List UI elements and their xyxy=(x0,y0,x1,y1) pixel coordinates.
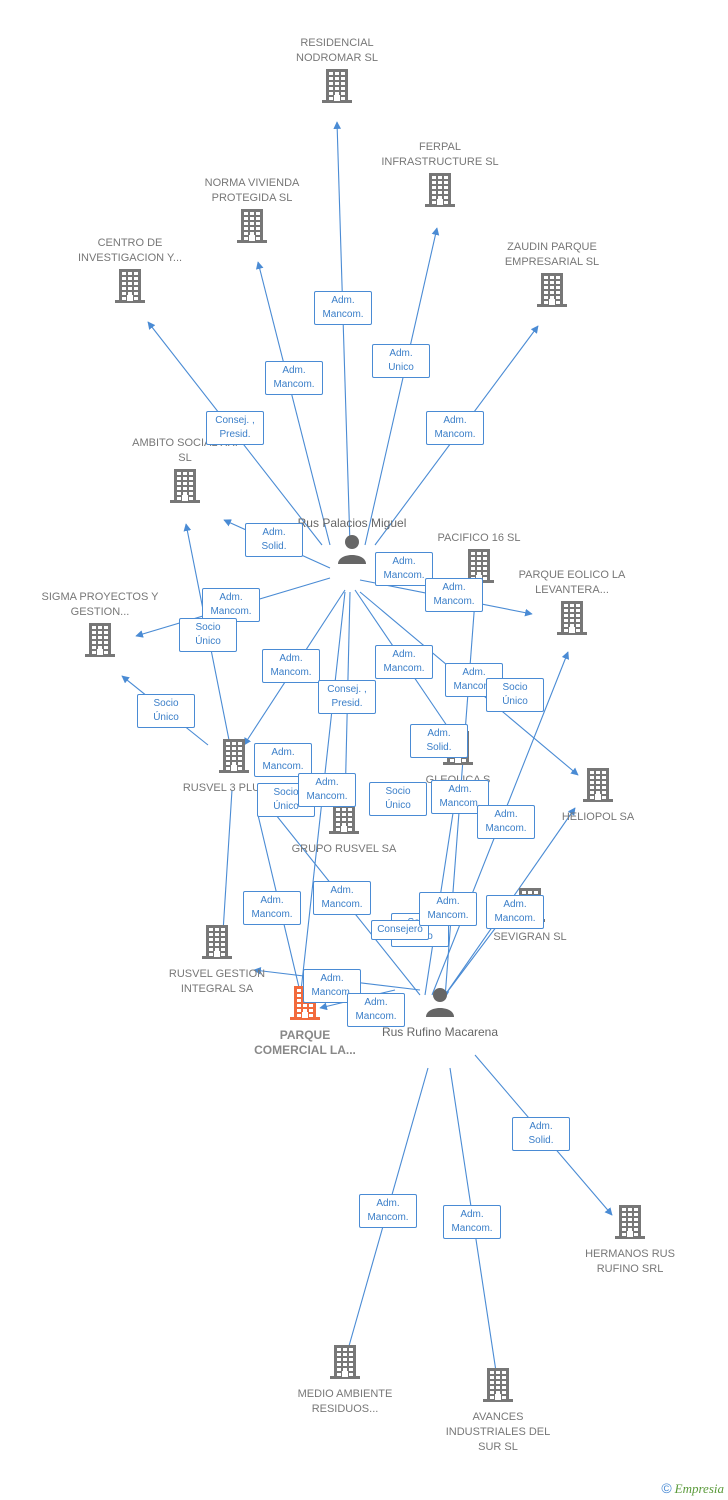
node-label: PARQUE EOLICO LA LEVANTERA... xyxy=(518,569,626,596)
node-rus_rufino[interactable]: Rus Rufino Macarena xyxy=(380,986,500,1040)
building-icon xyxy=(40,622,160,663)
relation-badge[interactable]: Adm. Mancom. xyxy=(347,993,405,1027)
edge-line-16 xyxy=(219,789,233,933)
node-hermanos[interactable]: HERMANOS RUS RUFINO SRL xyxy=(570,1204,690,1277)
building-icon xyxy=(492,272,612,313)
node-rus_palacios[interactable]: Rus Palacios Miguel xyxy=(292,516,412,570)
building-icon xyxy=(380,172,500,213)
copyright-symbol: © xyxy=(661,1480,672,1496)
node-rusvel_gestion[interactable]: RUSVEL GESTION INTEGRAL SA xyxy=(157,924,277,997)
node-sigma[interactable]: SIGMA PROYECTOS Y GESTION... xyxy=(40,590,160,663)
node-label: FERPAL INFRASTRUCTURE SL xyxy=(381,141,499,168)
node-norma[interactable]: NORMA VIVIENDA PROTEGIDA SL xyxy=(192,176,312,249)
node-label: NORMA VIVIENDA PROTEGIDA SL xyxy=(204,177,300,204)
relation-badge[interactable]: Adm. Mancom. xyxy=(313,881,371,915)
node-label: PACIFICO 16 SL xyxy=(437,532,521,544)
node-label: PARQUE COMERCIAL LA... xyxy=(254,1028,356,1057)
node-label: GRUPO RUSVEL SA xyxy=(291,843,397,855)
building-icon xyxy=(192,208,312,249)
node-medio[interactable]: MEDIO AMBIENTE RESIDUOS... xyxy=(285,1344,405,1417)
relation-badge[interactable]: Adm. Mancom. xyxy=(443,1205,501,1239)
relation-badge[interactable]: Adm. Mancom. xyxy=(486,895,544,929)
node-label: Rus Rufino Macarena xyxy=(381,1025,499,1039)
edge-line-0 xyxy=(333,121,351,546)
building-icon xyxy=(284,799,404,840)
node-label: SEVIGRAN SL xyxy=(493,931,567,943)
building-icon xyxy=(512,600,632,641)
node-label: AVANCES INDUSTRIALES DEL SUR SL xyxy=(445,1411,551,1453)
relation-badge[interactable]: Adm. Mancom. xyxy=(426,411,484,445)
edge-line-2 xyxy=(255,261,331,546)
node-label: SIGMA PROYECTOS Y GESTION... xyxy=(41,591,159,618)
node-avances[interactable]: AVANCES INDUSTRIALES DEL SUR SL xyxy=(438,1367,558,1455)
relation-badge[interactable]: Socio Único xyxy=(486,678,544,712)
building-icon xyxy=(174,738,294,779)
building-icon xyxy=(438,1367,558,1408)
relation-badge[interactable]: Socio Único xyxy=(369,782,427,816)
relation-badge[interactable]: Adm. Mancom. xyxy=(359,1194,417,1228)
node-label: HELIOPOL SA xyxy=(561,811,635,823)
relation-badge[interactable]: Consej. , Presid. xyxy=(318,680,376,714)
building-icon xyxy=(125,468,245,509)
node-zaudin[interactable]: ZAUDIN PARQUE EMPRESARIAL SL xyxy=(492,240,612,313)
relation-badge[interactable]: Adm. Unico xyxy=(372,344,430,378)
building-icon xyxy=(70,268,190,309)
footer-brand[interactable]: ©Empresia xyxy=(661,1480,724,1497)
node-grupo[interactable]: GRUPO RUSVEL SA xyxy=(284,799,404,857)
relation-badge[interactable]: Adm. Mancom. xyxy=(254,743,312,777)
edge-line-1 xyxy=(364,227,440,546)
building-icon xyxy=(277,68,397,109)
relation-badge[interactable]: Adm. Mancom. xyxy=(425,578,483,612)
relation-badge[interactable]: Adm. Mancom. xyxy=(262,649,320,683)
building-icon xyxy=(538,767,658,808)
relation-badge[interactable]: Adm. Mancom. xyxy=(419,892,477,926)
node-label: HERMANOS RUS RUFINO SRL xyxy=(585,1248,675,1275)
node-label: CENTRO DE INVESTIGACION Y... xyxy=(77,237,183,264)
person-icon xyxy=(380,986,500,1023)
building-icon xyxy=(570,1204,690,1245)
relation-badge[interactable]: Adm. Solid. xyxy=(245,523,303,557)
relation-badge[interactable]: Adm. Mancom. xyxy=(243,891,301,925)
node-ferpal[interactable]: FERPAL INFRASTRUCTURE SL xyxy=(380,140,500,213)
brand-name: Empresia xyxy=(674,1481,724,1496)
relation-badge[interactable]: Adm. Mancom. xyxy=(202,588,260,622)
node-label: RESIDENCIAL NODROMAR SL xyxy=(296,37,378,64)
relation-badge[interactable]: Consej. , Presid. xyxy=(206,411,264,445)
relation-badge[interactable]: Socio Único xyxy=(179,618,237,652)
node-centro[interactable]: CENTRO DE INVESTIGACION Y... xyxy=(70,236,190,309)
node-label: RUSVEL GESTION INTEGRAL SA xyxy=(168,968,266,995)
node-residencial[interactable]: RESIDENCIAL NODROMAR SL xyxy=(277,36,397,109)
building-icon xyxy=(285,1344,405,1385)
relation-badge[interactable]: Adm. Solid. xyxy=(410,724,468,758)
relation-badge[interactable]: Adm. Mancom. xyxy=(375,552,433,586)
relation-badge[interactable]: Adm. Mancom. xyxy=(265,361,323,395)
relation-badge[interactable]: Adm. Mancom. xyxy=(431,780,489,814)
node-heliopol[interactable]: HELIOPOL SA xyxy=(538,767,658,825)
relation-badge[interactable]: Consejero xyxy=(371,920,429,940)
relation-badge[interactable]: Adm. Mancom. xyxy=(477,805,535,839)
node-label: ZAUDIN PARQUE EMPRESARIAL SL xyxy=(504,241,600,268)
relation-badge[interactable]: Adm. Mancom. xyxy=(375,645,433,679)
node-ambito[interactable]: AMBITO SOCIAL XXI SL xyxy=(125,436,245,509)
person-icon xyxy=(292,533,412,570)
relation-badge[interactable]: Adm. Mancom. xyxy=(314,291,372,325)
relation-badge[interactable]: Adm. Solid. xyxy=(512,1117,570,1151)
building-icon xyxy=(157,924,277,965)
node-label: MEDIO AMBIENTE RESIDUOS... xyxy=(297,1388,393,1415)
node-parque_eolico[interactable]: PARQUE EOLICO LA LEVANTERA... xyxy=(512,568,632,641)
relation-badge[interactable]: Socio Único xyxy=(137,694,195,728)
node-label: Rus Palacios Miguel xyxy=(297,516,407,530)
relation-badge[interactable]: Adm. Mancom. xyxy=(298,773,356,807)
